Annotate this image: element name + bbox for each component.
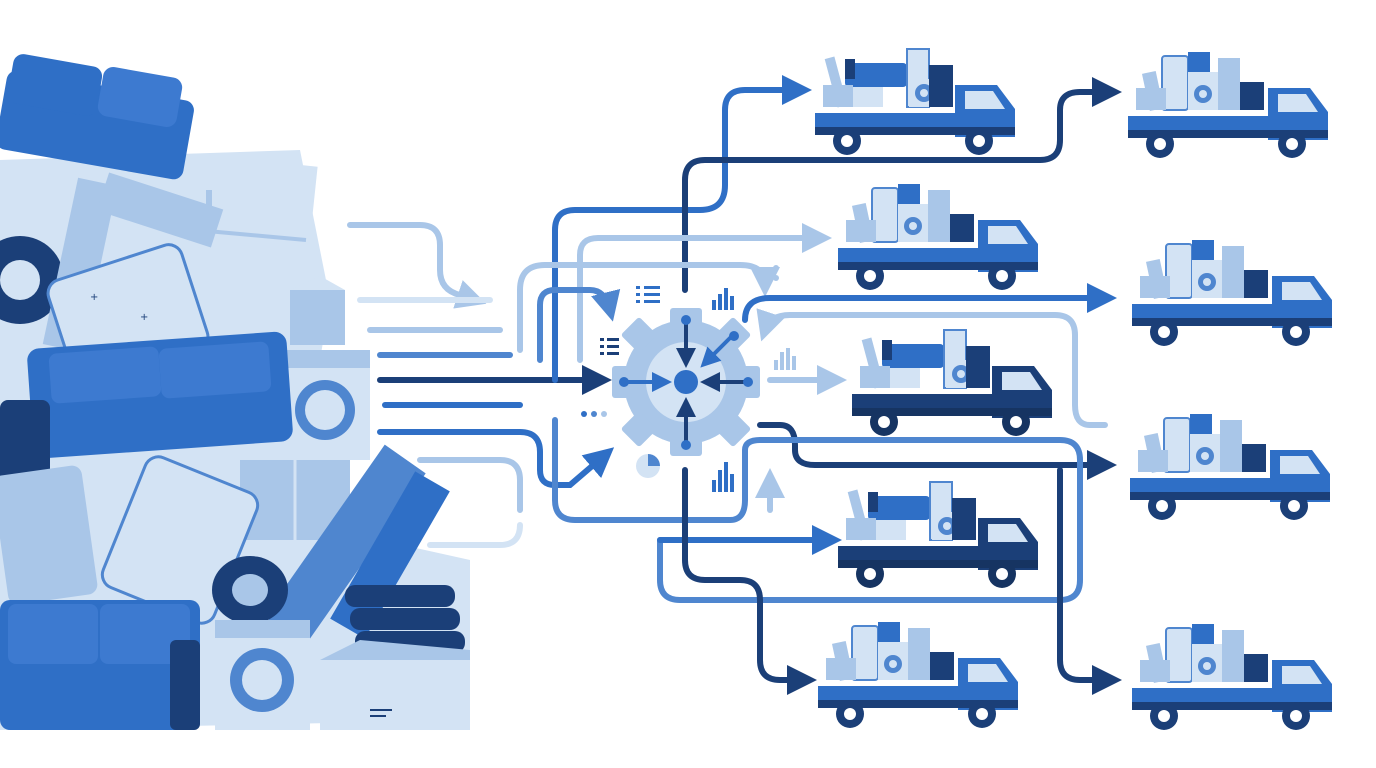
truck-icon — [838, 183, 1038, 290]
list-icon — [600, 338, 619, 355]
inflow-arrow — [347, 222, 487, 309]
route-to-truck-6 — [682, 77, 1122, 293]
tire-icon — [212, 556, 288, 624]
cardboard-box-icon — [320, 640, 470, 730]
truck-icon — [838, 481, 1038, 588]
cardboard-box-icon — [290, 276, 345, 345]
list-icon — [636, 286, 660, 303]
junk-pile: + + — [0, 54, 470, 730]
truck-icon — [1130, 413, 1330, 520]
inflow-arrow — [377, 429, 615, 488]
truck-icon — [1128, 51, 1328, 158]
route-return-loop — [756, 308, 1108, 428]
route-to-truck-1 — [552, 75, 812, 383]
sofa-icon — [0, 54, 194, 180]
route-to-truck-2 — [577, 223, 832, 363]
inflow-arrow — [417, 457, 523, 513]
route-to-truck-10 — [1057, 467, 1122, 695]
mattress-icon — [0, 465, 98, 605]
bar-chart-icon — [774, 348, 796, 370]
sofa-icon — [0, 331, 293, 490]
inflow-arrow — [427, 522, 523, 548]
truck-icon — [815, 48, 1015, 155]
dots-icon — [581, 265, 779, 417]
pie-chart-icon — [636, 454, 660, 478]
truck-icon — [1132, 239, 1332, 346]
svg-text:+: + — [90, 292, 98, 303]
bar-chart-icon — [712, 462, 734, 492]
routing-lines — [517, 75, 1122, 695]
sorting-hub — [581, 265, 796, 492]
svg-text:+: + — [140, 312, 148, 323]
route-loop-inner — [537, 287, 621, 363]
washing-machine-icon — [280, 350, 370, 460]
washing-machine-icon — [215, 620, 310, 730]
route-to-truck-8 — [757, 422, 1117, 480]
truck-icon — [852, 329, 1052, 436]
sofa-icon — [0, 600, 200, 730]
hub-center — [674, 370, 698, 394]
route-lower-loop — [552, 417, 1083, 603]
truck-icon — [818, 621, 1018, 728]
tire-icon — [0, 236, 64, 324]
route-loop-top — [517, 262, 780, 353]
bar-chart-icon — [712, 288, 734, 310]
truck-icon — [1132, 623, 1332, 730]
inflow-arrows — [347, 222, 615, 548]
route-to-truck-7 — [742, 283, 1117, 323]
route-to-truck-5 — [682, 467, 817, 695]
